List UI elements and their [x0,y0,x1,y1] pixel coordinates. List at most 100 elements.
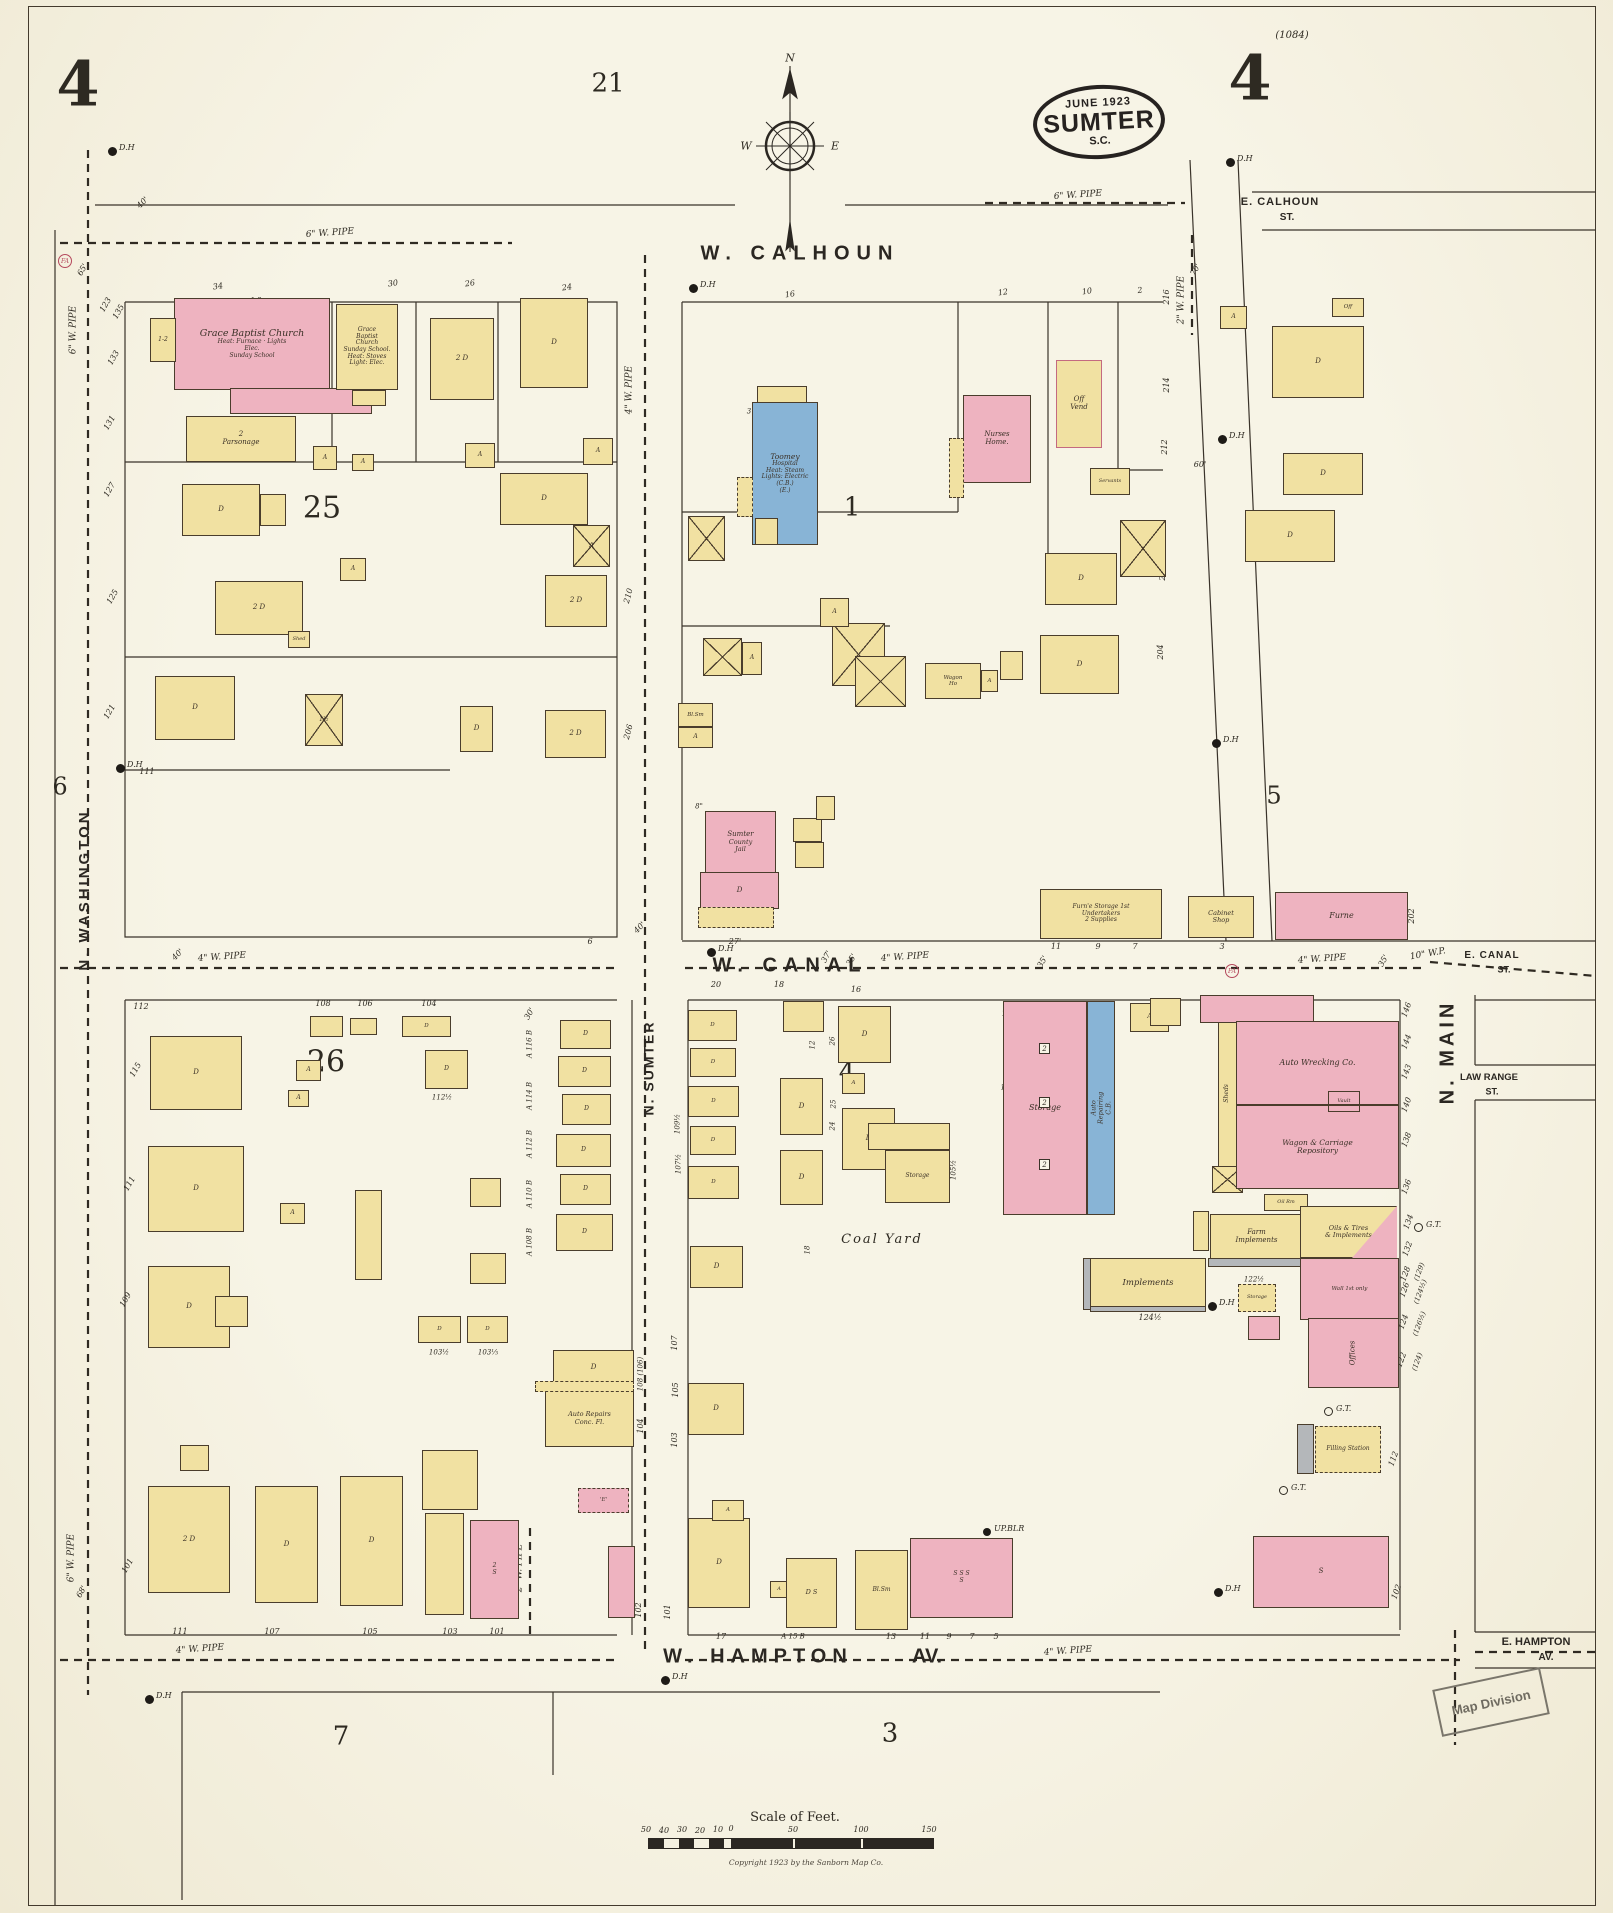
map-label: 30 [676,1824,688,1834]
map-label: 50 [787,1824,799,1834]
building [1248,1316,1280,1340]
map-label: 216 [1161,289,1171,305]
building-label: A [290,1209,295,1217]
logo-city: SUMTER [1042,104,1156,139]
map-label: 105½ [949,1159,958,1181]
map-label: A 116 B [525,1029,534,1059]
building: A [678,727,713,748]
map-label: 13 [885,1631,897,1641]
map-label: Coal Yard [841,1232,923,1248]
building: A [583,438,613,465]
sheet-number: 5 [1266,781,1282,810]
map-label: 2" W. PIPE [1176,275,1187,325]
building-label: A [832,608,837,616]
building: D [690,1126,736,1155]
building: A [820,598,849,627]
storage-122: Storage [1238,1284,1276,1312]
map-label: 6 [587,936,593,946]
building-label: A [350,565,356,573]
building: D [690,1246,743,1288]
building [1193,1211,1209,1251]
double-hydrant-symbol: D.H [689,280,716,293]
map-label: 104 [635,1418,645,1434]
map-label: 12 [997,287,1009,298]
sheet-border [28,6,1596,1906]
map-label: 26 [828,1036,837,1046]
building: 2 D [430,318,494,400]
map-label: 17 [715,1631,727,1641]
double-hydrant-symbol: D.H [108,143,135,156]
building-label: Servants [1098,477,1122,484]
implements: Implements [1090,1258,1206,1310]
building-label: Oil Rm [1277,1198,1295,1205]
map-label: 111 [139,766,155,776]
building-label: Auto Wrecking Co. [1279,1057,1356,1067]
map-label: 8" [695,802,703,811]
filling-station: Filling Station [1315,1426,1381,1473]
map-label: 7 [969,1631,975,1641]
building [816,796,835,820]
building [350,1018,377,1035]
map-label: A 114 B [525,1081,534,1111]
map-label: 9 [1095,941,1101,951]
map-label: 212 [1159,439,1169,455]
symbol-label: D.H [1223,735,1239,744]
building-label: A [726,1507,730,1514]
street-label: E. CANAL [1464,949,1520,961]
map-label: 7 [1132,941,1138,951]
building-label: A [851,1080,856,1087]
double-hydrant-symbol: D.H [145,1691,172,1704]
sheet-number: 4 [1228,41,1272,115]
building-label: D [861,1029,868,1038]
map-label: 11 [919,1631,931,1641]
building-label: D [473,724,480,733]
building: D [460,706,493,752]
gasoline-tank-symbol: G.T. [1324,1404,1351,1416]
scale-bar [648,1838,934,1849]
map-label: 10 [1081,286,1093,297]
building: A [340,558,366,581]
map-label: 109½ [673,1113,682,1135]
building: D [1245,510,1335,562]
building-label: 2 D [455,354,469,363]
building: D [556,1134,611,1167]
map-label: 106 [357,998,373,1008]
building: D [1272,326,1364,398]
building-label: Bl.Sm [872,1585,891,1593]
sheet-number: 3 [881,1718,899,1749]
building: A [981,670,998,692]
sheet-number: 1 [843,492,861,523]
map-label: 107½ [674,1153,683,1175]
oil-room: Oil Rm [1264,1194,1308,1211]
symbol-label: D.H [1219,1298,1235,1307]
map-label: 40 [658,1825,670,1835]
building: D [838,1006,891,1063]
map-label: 27' [728,936,742,946]
building-label: A [693,733,698,741]
symbol-label: G.T. [1336,1404,1352,1413]
building: D [520,298,588,388]
building-label: A [1147,1013,1151,1021]
building-label: Vault [1337,1097,1351,1104]
building-label: D [193,1068,199,1077]
building [535,1381,634,1392]
building: D [688,1166,739,1199]
building: 'E' [578,1488,629,1513]
map-label: 3 [746,407,752,416]
building [1208,1258,1305,1267]
map-label: 6" W. PIPE [66,1533,77,1583]
building-label: 2 D [569,596,583,605]
map-label: 108 (106) [636,1356,645,1392]
building-label: 1½ [319,715,329,723]
building [1120,520,1166,577]
symbol-label: D.H [156,1691,172,1700]
building-label: A [296,1094,301,1102]
map-label: 4" W. PIPE [624,365,635,415]
